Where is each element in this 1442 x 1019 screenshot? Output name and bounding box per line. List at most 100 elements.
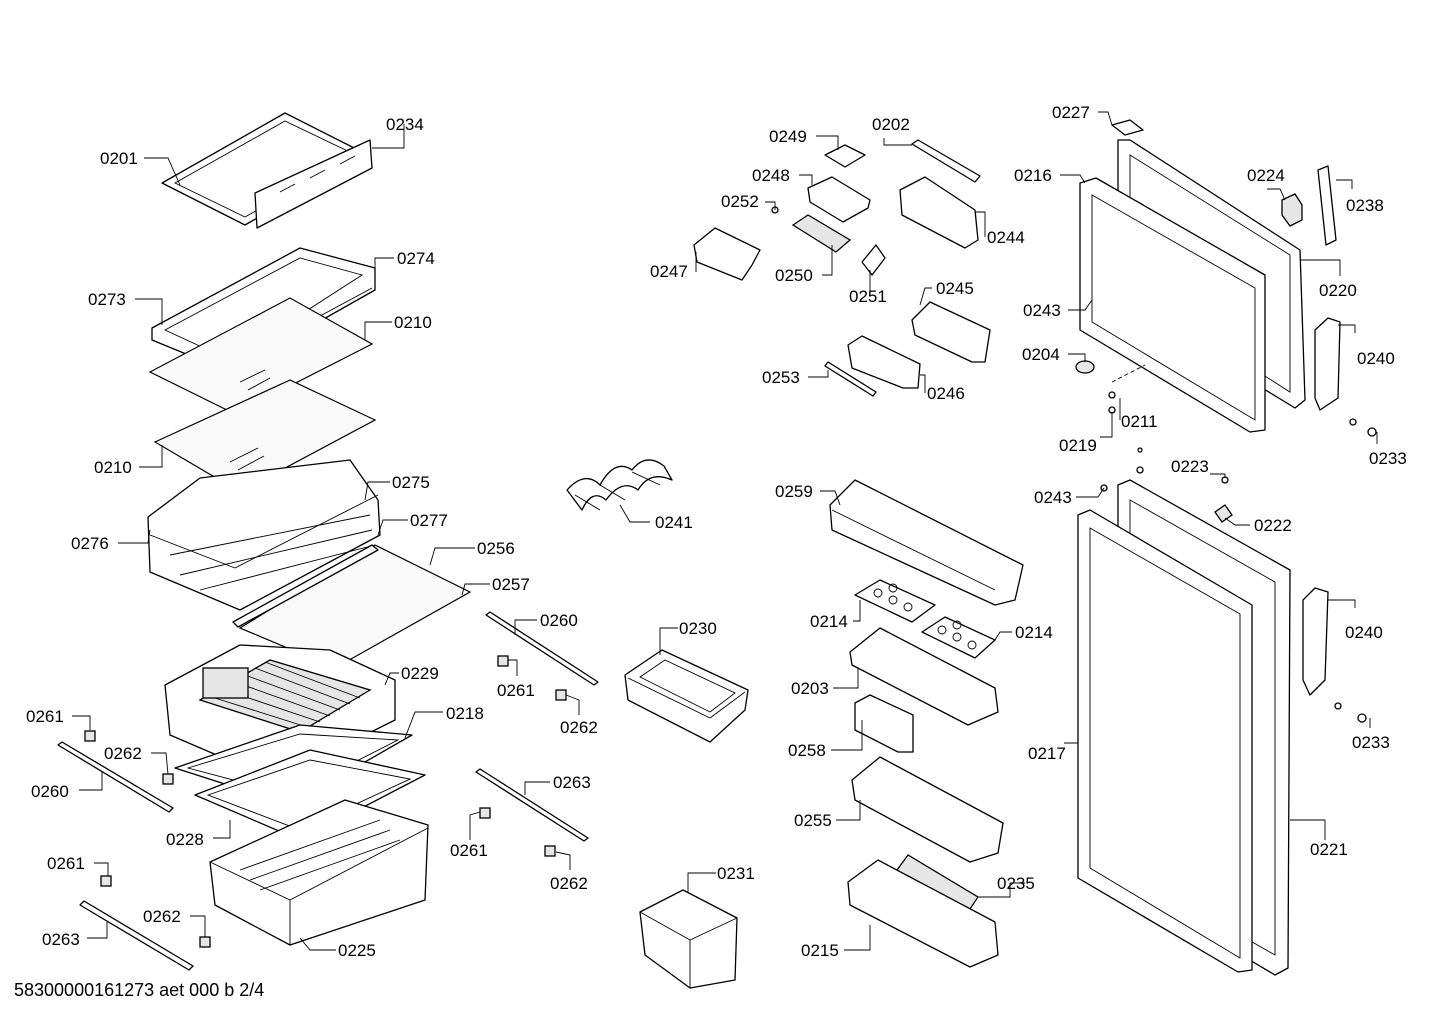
part-number-labels: 0201 0234 0274 0273 0210 0210 0275 0276 …: [26, 103, 1407, 960]
part-0247: [693, 227, 761, 281]
label-0255: 0255: [794, 811, 832, 830]
part-0255-shelf: [851, 756, 1004, 863]
document-footer-code: 58300000161273 aet 000 b 2/4: [14, 980, 265, 1000]
label-0261: 0261: [450, 841, 488, 860]
label-0276: 0276: [71, 534, 109, 553]
label-0240: 0240: [1357, 349, 1395, 368]
label-0261: 0261: [497, 681, 535, 700]
label-0263: 0263: [553, 773, 591, 792]
part-0227: [1111, 119, 1144, 136]
part-0253: [824, 361, 877, 397]
part-0249: [824, 144, 866, 168]
label-0241: 0241: [655, 513, 693, 532]
label-0262: 0262: [550, 874, 588, 893]
small-screws: [1100, 391, 1377, 723]
label-0221: 0221: [1310, 840, 1348, 859]
label-0247: 0247: [650, 262, 688, 281]
part-0246: [847, 335, 921, 389]
label-0263: 0263: [42, 930, 80, 949]
label-0262: 0262: [560, 718, 598, 737]
part-0263-rail-right: [475, 768, 589, 842]
label-0233: 0233: [1352, 733, 1390, 752]
part-0202: [911, 139, 981, 183]
part-0276-crisper-cover: [147, 459, 381, 611]
clips-0261-0262: [84, 655, 567, 948]
label-0238: 0238: [1346, 196, 1384, 215]
label-0261: 0261: [47, 854, 85, 873]
label-0229: 0229: [401, 664, 439, 683]
part-0263-rail-left: [79, 900, 194, 971]
label-0262: 0262: [143, 907, 181, 926]
label-0244: 0244: [987, 228, 1025, 247]
label-0231: 0231: [717, 864, 755, 883]
part-0203-shelf: [849, 627, 999, 726]
part-0216-upper-gasket: [1079, 177, 1266, 433]
part-0230-box: [624, 649, 749, 743]
label-0261: 0261: [26, 707, 64, 726]
label-0225: 0225: [338, 941, 376, 960]
part-0234-trim: [254, 139, 373, 229]
part-0257-strip: [232, 544, 379, 628]
label-0256: 0256: [477, 539, 515, 558]
label-0277: 0277: [410, 511, 448, 530]
label-0250: 0250: [775, 266, 813, 285]
part-0258-block: [854, 694, 914, 753]
label-0222: 0222: [1254, 516, 1292, 535]
part-0210-glass-upper: [148, 297, 374, 415]
label-0253: 0253: [762, 368, 800, 387]
label-0243: 0243: [1034, 488, 1072, 507]
label-0251: 0251: [849, 287, 887, 306]
part-0210-glass-lower: [153, 379, 377, 493]
label-0233: 0233: [1369, 449, 1407, 468]
part-0260-rail-right: [485, 611, 599, 686]
part-0214-egg-tray-right: [921, 616, 996, 659]
label-0274: 0274: [397, 249, 435, 268]
label-0240: 0240: [1345, 623, 1383, 642]
part-0215-shelf: [847, 859, 999, 968]
part-0250: [791, 214, 852, 253]
label-0218: 0218: [446, 704, 484, 723]
label-0243: 0243: [1023, 301, 1061, 320]
part-0204: [1075, 360, 1095, 374]
label-0219: 0219: [1059, 436, 1097, 455]
label-0262: 0262: [104, 744, 142, 763]
label-0220: 0220: [1319, 281, 1357, 300]
label-0224: 0224: [1247, 166, 1285, 185]
label-0211: 0211: [1121, 412, 1158, 431]
part-0245: [911, 301, 991, 363]
leader-lines: [72, 111, 1378, 951]
part-0217-lower-gasket: [1077, 509, 1253, 973]
label-0248: 0248: [752, 166, 790, 185]
part-0240-handle-lower: [1302, 587, 1329, 696]
label-0204: 0204: [1022, 345, 1060, 364]
label-0202: 0202: [872, 115, 910, 134]
part-0228-tray: [194, 749, 426, 841]
label-0249: 0249: [769, 127, 807, 146]
label-0273: 0273: [88, 290, 126, 309]
label-0275: 0275: [392, 473, 430, 492]
label-0214: 0214: [810, 612, 848, 631]
label-0215: 0215: [801, 941, 839, 960]
label-0252: 0252: [721, 192, 759, 211]
label-0260: 0260: [31, 782, 69, 801]
part-0225-drawer: [209, 799, 429, 946]
part-0214-egg-tray-left: [854, 579, 936, 623]
label-0260: 0260: [540, 611, 578, 630]
part-0222: [1214, 504, 1233, 523]
label-0227: 0227: [1052, 103, 1090, 122]
label-0210: 0210: [94, 458, 132, 477]
part-0224: [1281, 193, 1303, 227]
part-0259-shelf: [829, 479, 1024, 606]
label-0228: 0228: [166, 830, 204, 849]
label-0201: 0201: [100, 149, 138, 168]
label-0234: 0234: [386, 115, 424, 134]
part-0248: [807, 176, 871, 223]
label-0259: 0259: [775, 482, 813, 501]
label-0223: 0223: [1171, 457, 1209, 476]
label-0203: 0203: [791, 679, 829, 698]
part-0240-handle-upper: [1314, 317, 1341, 411]
label-0258: 0258: [788, 741, 826, 760]
part-0260-rail-left: [57, 741, 174, 813]
part-0241-bottle-rack: [566, 459, 673, 511]
label-0216: 0216: [1014, 166, 1052, 185]
